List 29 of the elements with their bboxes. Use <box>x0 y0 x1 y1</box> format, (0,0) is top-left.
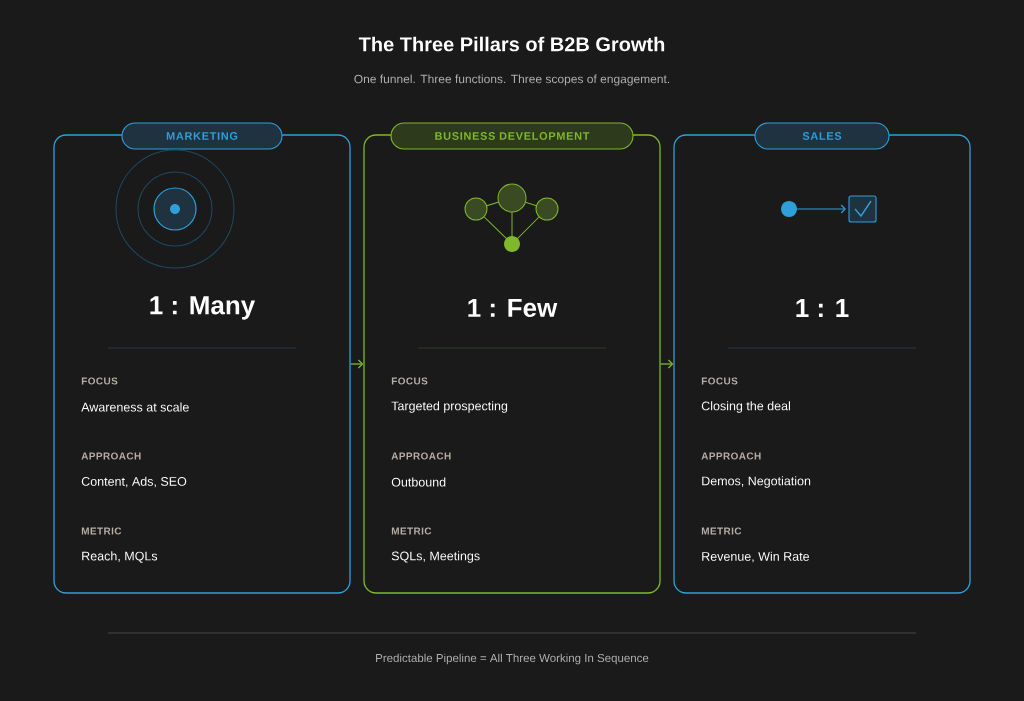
caption: Predictable Pipeline = All Three Working In Sequence <box>376 653 649 665</box>
field-label: APPROACH <box>701 452 761 460</box>
field-label: FOCUS <box>701 377 738 385</box>
ratio: 1 : 1 <box>796 299 849 317</box>
field-label: FOCUS <box>81 377 118 385</box>
field-label: APPROACH <box>81 452 141 460</box>
field-label: METRIC <box>391 527 432 535</box>
arrow <box>660 359 674 369</box>
field-value: Closing the deal <box>701 401 790 413</box>
pill-label: SALES <box>754 122 890 150</box>
field-label: METRIC <box>81 527 122 535</box>
pill-label: BUSINESS DEVELOPMENT <box>390 122 634 150</box>
subtitle: One funnel. Three functions. Three scopes of engagement. <box>354 74 670 86</box>
ratio: 1 : Few <box>468 298 558 318</box>
arrow <box>350 359 364 369</box>
field-value: Awareness at scale <box>81 402 189 412</box>
field-label: METRIC <box>701 527 742 535</box>
field-value: Reach, MQLs <box>82 551 158 563</box>
pill-label: MARKETING <box>121 122 283 150</box>
field-value: Content, Ads, SEO <box>81 476 187 488</box>
field-value: SQLs, Meetings <box>391 551 480 563</box>
field-value: Outbound <box>391 477 446 487</box>
title: The Three Pillars of B2B Growth <box>358 36 665 52</box>
field-label: FOCUS <box>391 377 428 385</box>
field-value: Targeted prospecting <box>391 401 508 413</box>
field-value: Revenue, Win Rate <box>702 551 809 563</box>
field-value: Demos, Negotiation <box>702 476 811 488</box>
field-label: APPROACH <box>391 452 451 460</box>
ratio: 1 : Many <box>150 296 256 320</box>
